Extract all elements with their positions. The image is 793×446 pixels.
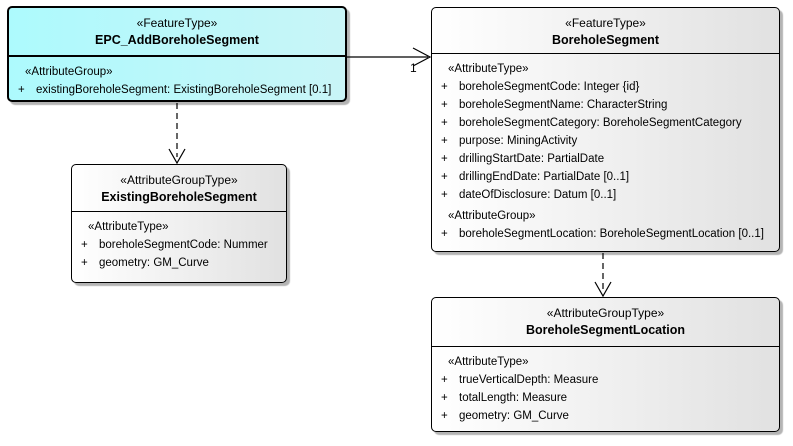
attribute-row[interactable]: + totalLength: Measure bbox=[432, 389, 775, 407]
attribute-row[interactable]: + existingBoreholeSegment: ExistingBoreh… bbox=[9, 81, 341, 99]
attribute-text: drillingStartDate: PartialDate bbox=[459, 153, 604, 165]
attribute-text: existingBoreholeSegment: ExistingBorehol… bbox=[36, 84, 331, 96]
visibility-plus: + bbox=[441, 150, 448, 168]
attributes-compartment: «AttributeType» + boreholeSegmentCode: N… bbox=[72, 212, 286, 276]
attribute-group-stereotype: «AttributeGroup» bbox=[9, 63, 341, 81]
attribute-row[interactable]: + drillingStartDate: PartialDate bbox=[432, 150, 775, 168]
attribute-row[interactable]: + geometry: GM_Curve bbox=[72, 254, 282, 272]
attribute-row[interactable]: + drillingEndDate: PartialDate [0..1] bbox=[432, 168, 775, 186]
connector-association-epc-to-boreholesegment[interactable] bbox=[347, 48, 430, 66]
attribute-text: dateOfDisclosure: Datum [0..1] bbox=[459, 189, 616, 201]
visibility-plus: + bbox=[441, 114, 448, 132]
visibility-plus: + bbox=[441, 78, 448, 96]
visibility-plus: + bbox=[81, 236, 88, 254]
class-boreholesegmentlocation[interactable]: «AttributeGroupType» BoreholeSegmentLoca… bbox=[431, 297, 780, 432]
attribute-text: boreholeSegmentCode: Nummer bbox=[99, 239, 268, 251]
attribute-type-stereotype: «AttributeType» bbox=[432, 353, 775, 371]
visibility-plus: + bbox=[441, 389, 448, 407]
visibility-plus: + bbox=[441, 371, 448, 389]
class-header: «FeatureType» BoreholeSegment bbox=[432, 8, 779, 54]
attribute-text: boreholeSegmentLocation: BoreholeSegment… bbox=[459, 228, 764, 240]
attribute-text: geometry: GM_Curve bbox=[459, 410, 569, 422]
attribute-row[interactable]: + trueVerticalDepth: Measure bbox=[432, 371, 775, 389]
open-arrowhead-icon bbox=[169, 149, 185, 163]
target-multiplicity-label[interactable]: 1 bbox=[410, 61, 417, 75]
attribute-text: boreholeSegmentName: CharacterString bbox=[459, 99, 667, 111]
attributes-compartment: «AttributeGroup» + existingBoreholeSegme… bbox=[9, 57, 345, 103]
class-header: «FeatureType» EPC_AddBoreholeSegment bbox=[9, 8, 345, 57]
visibility-plus: + bbox=[18, 81, 25, 99]
attribute-row[interactable]: + purpose: MiningActivity bbox=[432, 132, 775, 150]
attribute-group-stereotype: «AttributeGroup» bbox=[432, 207, 775, 225]
connector-dependency-boreholesegment-to-location[interactable] bbox=[595, 253, 611, 296]
class-name: BoreholeSegment bbox=[432, 32, 779, 49]
class-header: «AttributeGroupType» BoreholeSegmentLoca… bbox=[432, 298, 779, 347]
class-name: ExistingBoreholeSegment bbox=[72, 189, 286, 206]
class-name: BoreholeSegmentLocation bbox=[432, 322, 779, 339]
visibility-plus: + bbox=[441, 225, 448, 243]
visibility-plus: + bbox=[441, 132, 448, 150]
class-stereotype: «FeatureType» bbox=[9, 15, 345, 32]
attribute-row[interactable]: + dateOfDisclosure: Datum [0..1] bbox=[432, 186, 775, 204]
attribute-text: trueVerticalDepth: Measure bbox=[459, 374, 598, 386]
class-name: EPC_AddBoreholeSegment bbox=[9, 32, 345, 49]
attributes-compartment: «AttributeType» + trueVerticalDepth: Mea… bbox=[432, 347, 779, 429]
class-header: «AttributeGroupType» ExistingBoreholeSeg… bbox=[72, 165, 286, 212]
attribute-text: totalLength: Measure bbox=[459, 392, 567, 404]
connector-dependency-epc-to-existingboreholesegment[interactable] bbox=[169, 103, 185, 163]
attribute-row[interactable]: + boreholeSegmentCategory: BoreholeSegme… bbox=[432, 114, 775, 132]
attribute-row[interactable]: + boreholeSegmentCode: Nummer bbox=[72, 236, 282, 254]
visibility-plus: + bbox=[441, 168, 448, 186]
attribute-text: boreholeSegmentCode: Integer {id} bbox=[459, 81, 639, 93]
class-epc-addboreholesegment[interactable]: «FeatureType» EPC_AddBoreholeSegment «At… bbox=[7, 6, 347, 102]
class-existingboreholesegment[interactable]: «AttributeGroupType» ExistingBoreholeSeg… bbox=[71, 164, 287, 283]
class-stereotype: «AttributeGroupType» bbox=[72, 172, 286, 189]
class-stereotype: «AttributeGroupType» bbox=[432, 305, 779, 322]
class-boreholesegment[interactable]: «FeatureType» BoreholeSegment «Attribute… bbox=[431, 7, 780, 252]
attribute-row[interactable]: + geometry: GM_Curve bbox=[432, 407, 775, 425]
attribute-row[interactable]: + boreholeSegmentName: CharacterString bbox=[432, 96, 775, 114]
visibility-plus: + bbox=[441, 96, 448, 114]
attributes-compartment: «AttributeType» + boreholeSegmentCode: I… bbox=[432, 54, 779, 247]
visibility-plus: + bbox=[81, 254, 88, 272]
attribute-text: geometry: GM_Curve bbox=[99, 257, 209, 269]
open-arrowhead-icon bbox=[595, 282, 611, 296]
attribute-text: boreholeSegmentCategory: BoreholeSegment… bbox=[459, 117, 742, 129]
attribute-row[interactable]: + boreholeSegmentLocation: BoreholeSegme… bbox=[432, 225, 775, 243]
visibility-plus: + bbox=[441, 186, 448, 204]
attribute-text: purpose: MiningActivity bbox=[459, 135, 577, 147]
attribute-text: drillingEndDate: PartialDate [0..1] bbox=[459, 171, 629, 183]
attribute-type-stereotype: «AttributeType» bbox=[432, 60, 775, 78]
attribute-type-stereotype: «AttributeType» bbox=[72, 218, 282, 236]
class-stereotype: «FeatureType» bbox=[432, 15, 779, 32]
visibility-plus: + bbox=[441, 407, 448, 425]
attribute-row[interactable]: + boreholeSegmentCode: Integer {id} bbox=[432, 78, 775, 96]
